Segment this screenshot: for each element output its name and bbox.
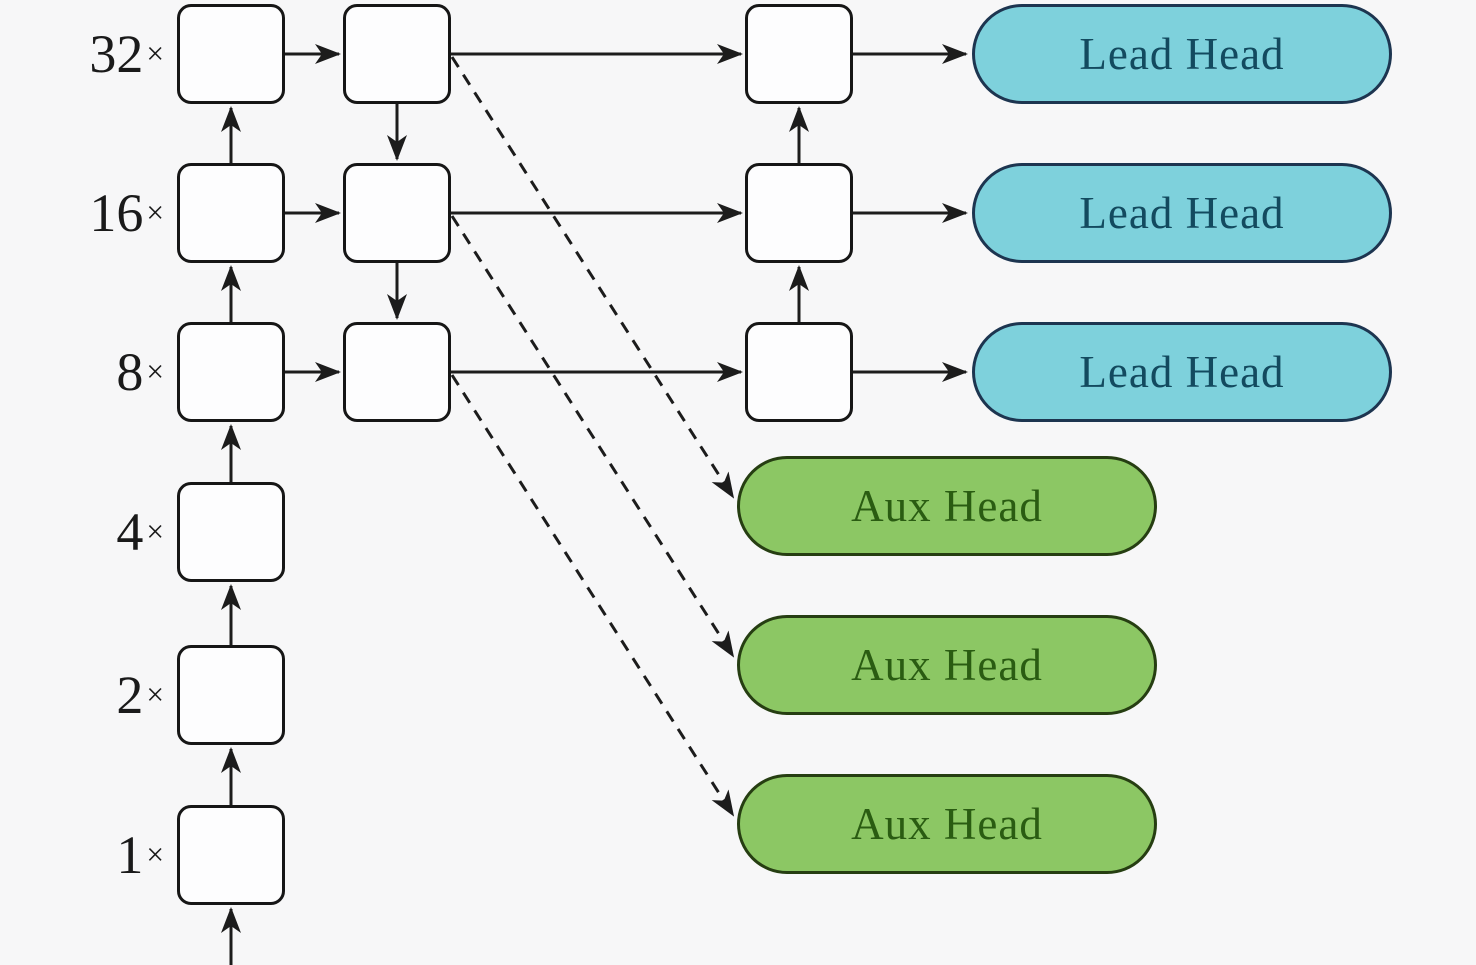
scale-label-1x: 1× [0, 805, 164, 905]
box-col1-2x [177, 645, 285, 745]
box-col1-32x [177, 4, 285, 104]
box-col3-16x [745, 163, 853, 263]
scale-label-8x: 8× [0, 322, 164, 422]
times-symbol: × [146, 36, 164, 71]
lead-head-32x: Lead Head [972, 4, 1392, 104]
box-col3-8x [745, 322, 853, 422]
edge-32x-aux-dashed [450, 56, 735, 499]
scale-label-32x: 32× [0, 4, 164, 104]
box-col1-4x [177, 482, 285, 582]
box-col2-32x [343, 4, 451, 104]
scale-value: 2 [116, 665, 144, 725]
scale-label-2x: 2× [0, 645, 164, 745]
scale-label-4x: 4× [0, 482, 164, 582]
box-col1-1x [177, 805, 285, 905]
times-symbol: × [146, 354, 164, 389]
edge-16x-aux-dashed [450, 215, 735, 658]
aux-head-32x: Aux Head [737, 456, 1157, 556]
box-col1-16x [177, 163, 285, 263]
times-symbol: × [146, 677, 164, 712]
scale-value: 1 [116, 825, 144, 885]
lead-head-16x: Lead Head [972, 163, 1392, 263]
scale-value: 32 [89, 24, 144, 84]
box-col1-8x [177, 322, 285, 422]
scale-value: 16 [89, 183, 144, 243]
times-symbol: × [146, 195, 164, 230]
times-symbol: × [146, 514, 164, 549]
lead-head-8x: Lead Head [972, 322, 1392, 422]
edge-8x-aux-dashed [450, 374, 735, 817]
scale-label-16x: 16× [0, 163, 164, 263]
box-col3-32x [745, 4, 853, 104]
aux-head-16x: Aux Head [737, 615, 1157, 715]
box-col2-8x [343, 322, 451, 422]
scale-value: 4 [116, 502, 144, 562]
box-col2-16x [343, 163, 451, 263]
aux-head-8x: Aux Head [737, 774, 1157, 874]
times-symbol: × [146, 837, 164, 872]
scale-value: 8 [116, 342, 144, 402]
